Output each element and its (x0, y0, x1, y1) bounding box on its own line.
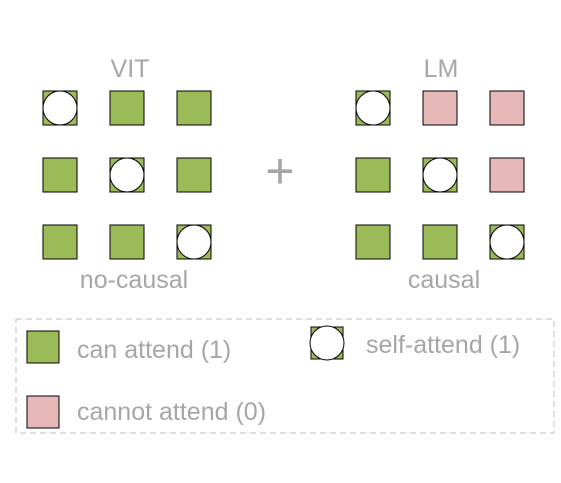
cannot-attend-label: cannot attend (0) (77, 398, 266, 426)
can-attend-label: can attend (1) (77, 336, 231, 364)
self-attend-circle (109, 157, 145, 193)
matrix-cell-attend (42, 157, 78, 193)
legend-border (15, 318, 555, 434)
matrix-cell-attend (109, 90, 145, 126)
matrix-cell-attend (109, 224, 145, 260)
self-attend-circle (422, 157, 458, 193)
lm-attention-matrix (355, 90, 525, 260)
self-attend-label: self-attend (1) (366, 331, 520, 359)
legend-item-cannot-attend: cannot attend (0) (26, 395, 266, 429)
vit-matrix-caption: no-causal (80, 266, 188, 294)
legend-item-self-attend: self-attend (1) (309, 325, 520, 361)
vit-attention-matrix (42, 90, 212, 260)
legend: can attend (1) self-attend (1) cannot at… (15, 318, 555, 434)
legend-item-can-attend: can attend (1) (26, 330, 231, 364)
matrix-cell-no-attend (489, 90, 525, 126)
matrix-cell-attend (422, 224, 458, 260)
vit-matrix-title: VIT (111, 55, 150, 83)
self-attend-circle (176, 224, 212, 260)
plus-symbol: + (265, 143, 294, 199)
can-attend-swatch (26, 330, 60, 364)
matrix-cell-attend (355, 224, 391, 260)
matrix-cell-attend (42, 224, 78, 260)
matrix-cell-attend (176, 90, 212, 126)
matrix-cell-no-attend (489, 157, 525, 193)
lm-matrix-caption: causal (408, 266, 480, 294)
self-attend-circle (309, 325, 345, 361)
self-attend-circle (355, 90, 391, 126)
lm-matrix-title: LM (424, 55, 459, 83)
matrix-cell-attend (355, 157, 391, 193)
matrix-cell-attend (176, 157, 212, 193)
matrix-cell-no-attend (422, 90, 458, 126)
self-attend-circle (489, 224, 525, 260)
cannot-attend-swatch (26, 395, 60, 429)
self-attend-circle (42, 90, 78, 126)
